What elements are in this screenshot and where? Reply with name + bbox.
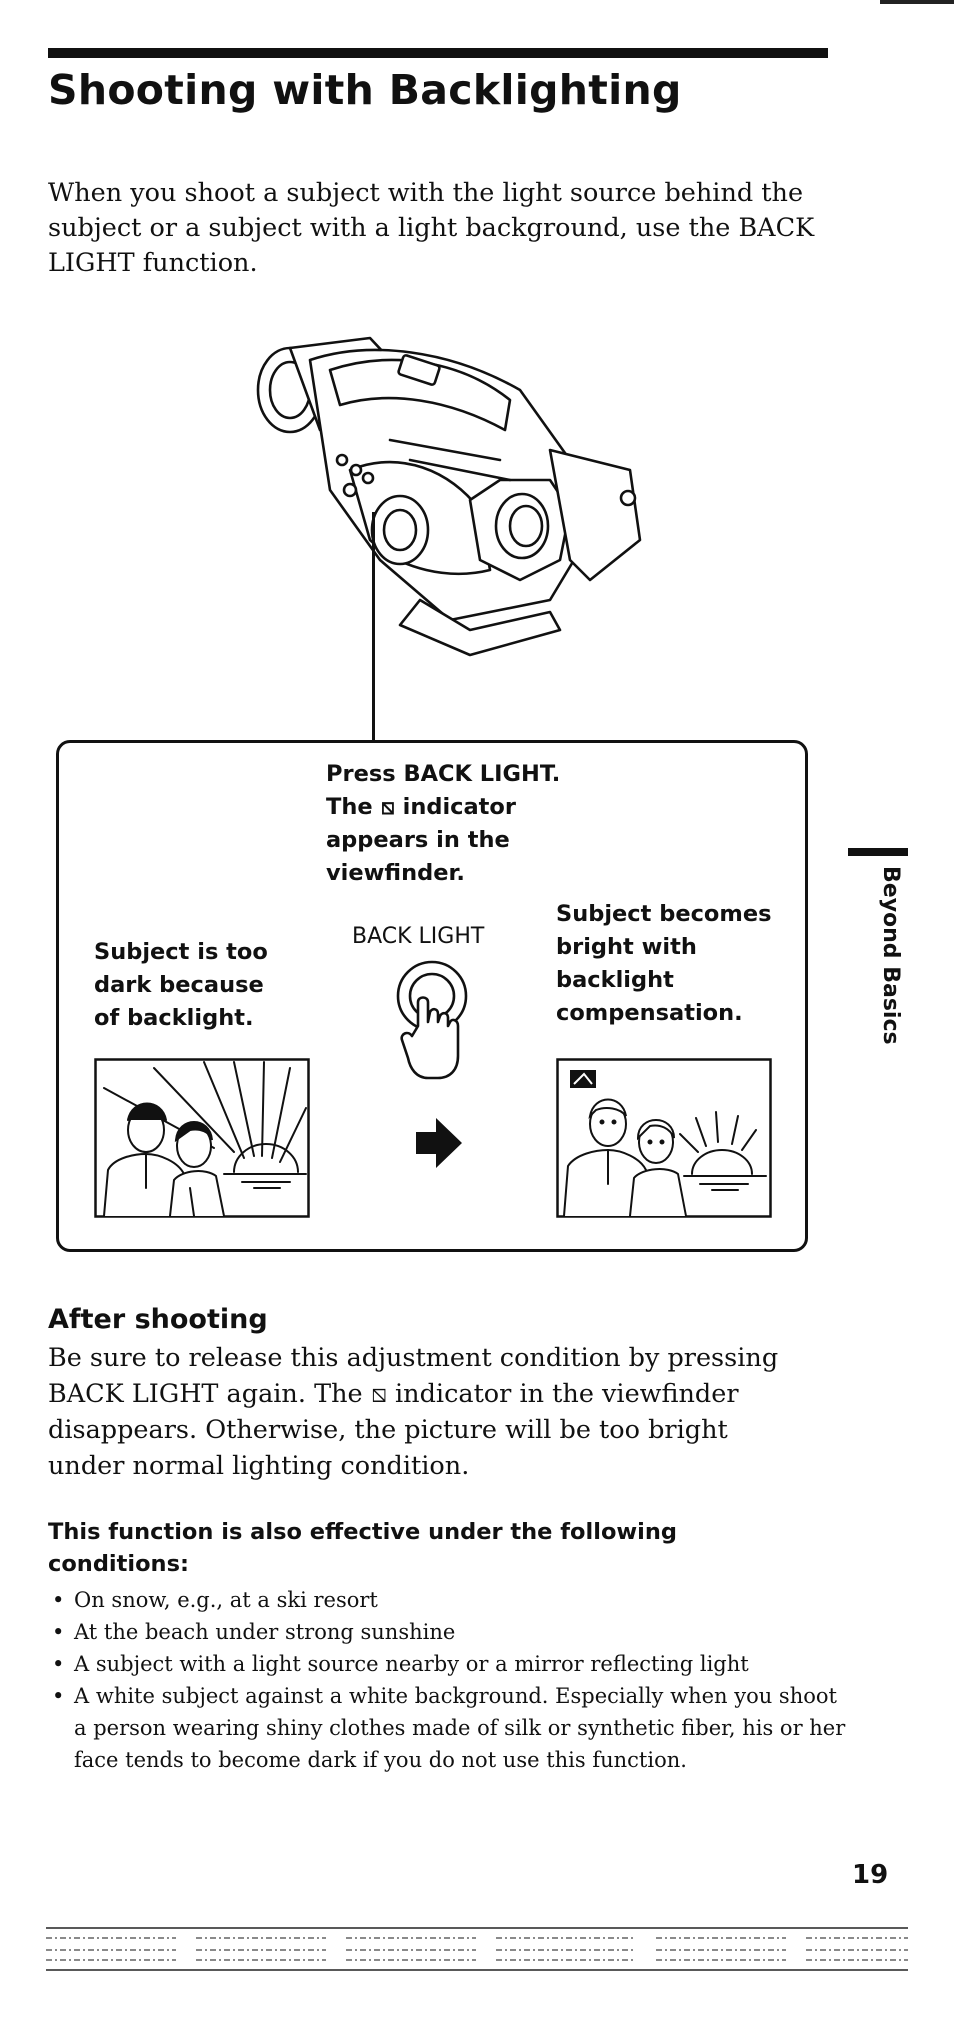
arrow-right-icon	[416, 1118, 462, 1168]
instruction-line: viewfinder.	[326, 860, 465, 886]
instruction-box	[56, 740, 808, 1252]
heading-line: This function is also effective under th…	[48, 1519, 678, 1545]
heading-line: conditions:	[48, 1551, 189, 1577]
paragraph-line: Be sure to release this adjustment condi…	[48, 1343, 779, 1373]
section-tab-label: Beyond Basics	[878, 866, 903, 1045]
list-item: A white subject against a white backgrou…	[48, 1680, 848, 1776]
after-shooting-heading: After shooting	[48, 1304, 268, 1335]
caption-line: backlight	[556, 967, 674, 993]
caption-line: Subject is too	[94, 939, 268, 965]
back-light-button-label: BACK LIGHT	[352, 924, 485, 949]
conditions-list: On snow, e.g., at a ski resort At the be…	[48, 1584, 848, 1776]
dark-subject-picture	[94, 1058, 310, 1218]
top-corner-rule	[880, 0, 954, 4]
paragraph-line: disappears. Otherwise, the picture will …	[48, 1415, 728, 1445]
list-item: A subject with a light source nearby or …	[48, 1648, 848, 1680]
caption-line: of backlight.	[94, 1005, 254, 1031]
instruction-line: The ⧅ indicator	[326, 794, 516, 820]
after-caption: Subject becomes bright with backlight co…	[556, 898, 772, 1030]
caption-line: compensation.	[556, 1000, 743, 1026]
paragraph-line: BACK LIGHT again. The ⧅ indicator in the…	[48, 1379, 739, 1409]
instruction-line: appears in the	[326, 827, 510, 853]
list-item: On snow, e.g., at a ski resort	[48, 1584, 848, 1616]
backlight-indicator-icon	[570, 1070, 596, 1088]
effective-conditions-heading: This function is also effective under th…	[48, 1516, 808, 1580]
intro-paragraph: When you shoot a subject with the light …	[48, 178, 815, 278]
page-number: 19	[852, 1860, 889, 1890]
caption-line: Subject becomes	[556, 901, 772, 927]
title-rule	[48, 48, 828, 58]
caption-line: dark because	[94, 972, 264, 998]
section-tab-marker	[848, 848, 908, 856]
paragraph-line: under normal lighting condition.	[48, 1451, 470, 1481]
after-shooting-paragraph: Be sure to release this adjustment condi…	[48, 1340, 838, 1484]
leader-line	[372, 512, 375, 742]
list-item: At the beach under strong sunshine	[48, 1616, 848, 1648]
before-caption: Subject is too dark because of backlight…	[94, 936, 268, 1035]
camcorder-illustration	[256, 336, 642, 657]
caption-line: bright with	[556, 934, 697, 960]
page-title: Shooting with Backlighting	[48, 66, 682, 114]
back-light-button-icon	[396, 960, 468, 1080]
compensated-subject-picture	[556, 1058, 772, 1218]
footer-decorative-lines	[46, 1927, 908, 1971]
instruction-line: Press BACK LIGHT.	[326, 761, 561, 787]
instruction-text: Press BACK LIGHT. The ⧅ indicator appear…	[326, 758, 560, 890]
